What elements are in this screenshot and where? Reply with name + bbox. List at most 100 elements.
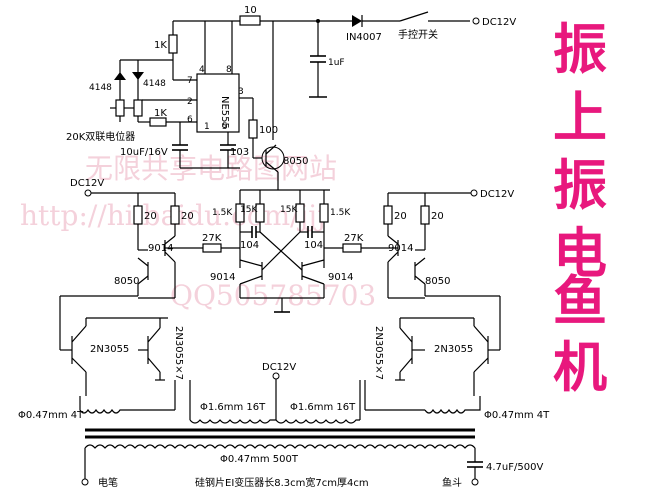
label-net: 鱼斗 [442,476,462,489]
left-driver: DC12V 20 20 9014 27K 8050 2N3055 [18,178,240,421]
transformer: Φ0.47mm 500T 电笔 硅钢片EI变压器长8.3cm宽7cm厚4cm 4… [81,428,543,489]
label-coil-center-right: Φ1.6mm 16T [290,402,356,413]
label-9014-center-left: 9014 [210,272,235,283]
resistor-27k-left [202,243,222,253]
watermark-line3: QQ505785703 [170,279,376,312]
potentiometer-right [133,99,143,117]
pin-8: 8 [226,65,232,75]
label-in4007: IN4007 [346,32,382,43]
resistor-20-left-1 [133,205,143,225]
title: 振 上 振 电 鱼 机 [553,18,607,399]
timer-section: 1K NE555 7 4 8 3 2 6 1 5 100 4148 4148 [66,21,308,190]
label-dc12v-top: DC12V [482,17,516,28]
coil-center-right [275,419,360,424]
label-ne555: NE555 [219,96,230,129]
ic-ne555 [196,73,240,133]
resistor-20-right-1 [383,205,393,225]
resistor-1k-top [168,34,178,54]
label-2n3055x7-left: 2N3055×7 [173,326,184,380]
label-1k-mid: 1K [154,108,167,119]
label-r20-right-1: 20 [394,211,407,222]
label-15k-1: 15K [240,205,258,215]
right-driver: 27K DC12V 20 20 9014 8050 2N3055 [324,189,550,421]
diode-4148-right-icon [132,72,144,80]
label-pen: 电笔 [98,476,118,489]
coil-center-left [189,419,276,424]
label-c104-right: 104 [304,240,323,251]
label-transformer: 硅钢片EI变压器长8.3cm宽7cm厚4cm [195,476,369,489]
primary-coils: DC12V Φ1.6mm 16T Φ1.6mm 16T [189,362,361,424]
pin-1: 1 [204,122,210,132]
label-8050-top: 8050 [283,156,308,167]
label-r100: 100 [259,125,278,136]
label-c-out: 4.7uF/500V [486,462,543,473]
label-9014-left: 9014 [148,243,173,254]
label-switch: 手控开关 [398,28,438,41]
label-c10uf: 10uF/16V [120,147,168,158]
terminal-net [471,478,479,486]
potentiometer-left [115,99,125,117]
label-dc12v-left: DC12V [70,178,104,189]
resistor-20-right-2 [420,205,430,225]
title-char-3: 振 [553,154,607,217]
label-c104-left: 104 [240,240,259,251]
label-4148-right: 4148 [143,79,166,89]
title-char-1: 振 [553,18,607,81]
terminal-dc12v-left [84,189,92,197]
coil-right [424,396,481,414]
label-coil-right: Φ0.47mm 4T [484,410,550,421]
resistor-1.5k-2 [319,203,329,223]
label-9014-center-right: 9014 [328,272,353,283]
label-27k-right: 27K [344,233,364,244]
label-r20-right-2: 20 [431,211,444,222]
title-char-6: 机 [553,336,607,399]
pin-7: 7 [187,76,193,86]
pin-2: 2 [187,97,193,107]
resistor-1k-mid [149,117,167,127]
label-8050-left: 8050 [114,276,139,287]
label-15k-2: 15K [280,205,298,215]
label-8050-right: 8050 [425,276,450,287]
label-coil-left: Φ0.47mm 4T [18,410,84,421]
pin-4: 4 [199,65,205,75]
terminal-dc12v-center [272,372,280,380]
coil-left [79,396,135,414]
label-r20-left-1: 20 [144,211,157,222]
title-char-5: 鱼 [553,270,607,333]
title-char-2: 上 [553,86,607,149]
label-dc12v-center: DC12V [262,362,296,373]
diode-in4007-icon [352,15,362,27]
label-r10: 10 [244,5,257,16]
label-dc12v-right: DC12V [480,189,514,200]
pin-6: 6 [187,115,193,125]
label-r20-left-2: 20 [181,211,194,222]
label-1k-top: 1K [154,40,167,51]
label-coil-center-left: Φ1.6mm 16T [200,402,266,413]
pin-5: 5 [222,122,228,132]
label-1.5k-2: 1.5K [330,208,351,218]
secondary-coil [84,444,476,449]
terminal-dc12v-right [470,189,478,197]
terminal-dc12v-top [472,17,480,25]
switch-icon [399,11,429,22]
title-char-4: 电 [553,222,607,285]
label-2n3055-right: 2N3055 [434,344,473,355]
pin-3: 3 [238,87,244,97]
resistor-100 [248,119,258,139]
label-c103: 103 [230,147,249,158]
label-c1uf: 1uF [328,58,345,68]
multivibrator: 1.5K 15K 15K 1.5K 104 104 9014 [210,189,353,313]
supply-line: 10 IN4007 手控开关 DC12V 1uF [173,5,516,140]
label-secondary-coil: Φ0.47mm 500T [220,454,299,465]
label-2n3055-left: 2N3055 [90,344,129,355]
terminal-pen [81,478,89,486]
label-9014-right: 9014 [388,243,413,254]
label-potentiometer: 20K双联电位器 [66,130,135,143]
label-27k-left: 27K [202,233,222,244]
label-4148-left: 4148 [89,83,112,93]
label-1.5k-1: 1.5K [212,208,233,218]
label-2n3055x7-right: 2N3055×7 [373,326,384,380]
resistor-10 [239,15,261,26]
resistor-27k-right [342,243,362,253]
